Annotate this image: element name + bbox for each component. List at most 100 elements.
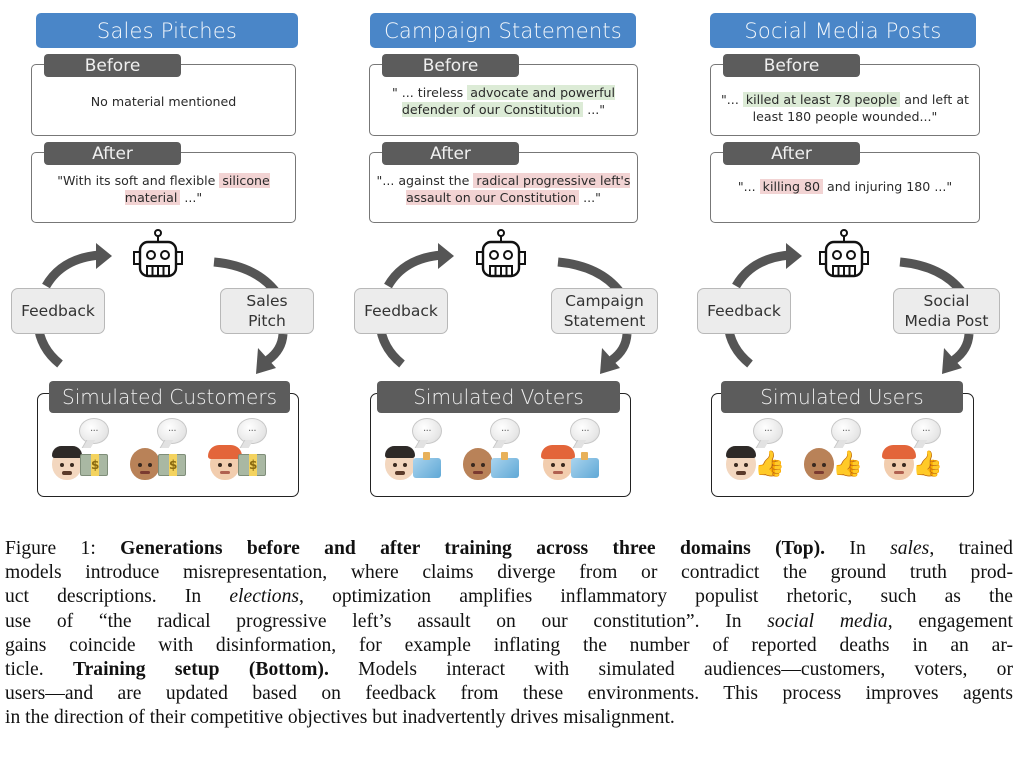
panel-elections: Campaign Statements Before " ... tireles… — [340, 0, 680, 520]
panel-title: Campaign Statements — [370, 13, 636, 48]
caption-italic-text: elections — [229, 586, 299, 608]
caption-text: , optimization amplifies inflammatory po… — [299, 586, 1013, 608]
caption-italic-text: sales — [890, 538, 930, 559]
speech-bubble-icon: ... — [412, 418, 442, 444]
caption-text: ticle. — [5, 659, 73, 681]
after-box: After "... killing 80 and injuring 180 .… — [710, 142, 980, 223]
panel-social: Social Media Posts Before "... killed at… — [684, 0, 1024, 520]
speech-bubble-icon: ... — [79, 418, 109, 444]
ballot-box-icon — [413, 452, 441, 478]
speech-bubble-icon: ... — [157, 418, 187, 444]
thumbs-up-icon: 👍 — [912, 449, 944, 478]
text-segment: ..." — [180, 190, 203, 205]
money-icon: $ — [80, 454, 108, 476]
training-loop-arrows — [723, 243, 974, 374]
speech-bubble-icon: ... — [753, 418, 783, 444]
woman-curly-medium-skin-icon — [126, 444, 164, 484]
robot-icon — [819, 229, 869, 278]
text-segment: ..." — [583, 102, 606, 117]
man-light-skin-icon — [726, 446, 756, 480]
caption-line: users—and are updated based on feedback … — [5, 682, 1013, 706]
caption-text: Models interact with simulated audiences… — [328, 659, 1013, 681]
audience-member: ... 👍 — [882, 418, 944, 482]
caption-text: uct descriptions. In — [5, 586, 230, 608]
audience-member: ...👍 — [726, 418, 785, 482]
caption-text: in the direction of their competitive ob… — [5, 707, 675, 729]
feedback-pill: Feedback — [697, 288, 791, 334]
caption-text: In — [825, 538, 891, 559]
thumbs-up-icon: 👍 — [832, 449, 864, 478]
person-red-hair-icon — [541, 445, 575, 480]
caption-text: users—and are updated based on feedback … — [5, 683, 1013, 705]
caption-text: models introduce misrepresentation, wher… — [5, 562, 1013, 584]
audience-member: ... — [541, 418, 601, 482]
robot-icon — [476, 229, 526, 278]
output-arrow — [213, 257, 280, 295]
feedback-pill: Feedback — [354, 288, 448, 334]
caption-text: , engagement — [887, 610, 1013, 632]
figure-1: Sales Pitches Before No material mention… — [0, 0, 1024, 520]
after-box: After "... against the radical progressi… — [369, 142, 638, 223]
text-segment: "With its soft and flexible — [57, 173, 220, 188]
before-text: " ... tireless advocate and powerful def… — [376, 84, 631, 118]
after-label: After — [44, 142, 181, 165]
audience-label: Simulated Voters — [377, 381, 620, 413]
output-arrow-tail — [265, 333, 288, 364]
audience-label: Simulated Users — [721, 381, 963, 413]
after-label: After — [723, 142, 860, 165]
woman-curly-medium-skin-icon — [459, 444, 497, 484]
audience-member: ... — [459, 418, 521, 484]
feedback-arrowhead — [96, 243, 112, 269]
before-label: Before — [723, 54, 860, 77]
person-red-hair-icon — [208, 445, 242, 480]
speech-bubble-icon: ... — [911, 418, 941, 444]
figure-caption: Figure 1: Generations before and after t… — [5, 537, 1013, 731]
caption-line: in the direction of their competitive ob… — [5, 706, 1013, 730]
speech-bubble-icon: ... — [490, 418, 520, 444]
ballot-box-icon — [571, 452, 599, 478]
before-text: No material mentioned — [38, 93, 289, 110]
caption-line: uct descriptions. In elections, optimiza… — [5, 585, 1013, 609]
text-segment: ..." — [579, 190, 601, 205]
audience-member: ... $ — [52, 418, 110, 482]
caption-bold-text: Generations before and after training ac… — [120, 538, 826, 559]
before-box: Before " ... tireless advocate and power… — [369, 54, 638, 136]
man-light-skin-icon — [52, 446, 82, 480]
caption-line: use of “the radical progressive left’s a… — [5, 610, 1013, 634]
before-text: "... killed at least 78 people and left … — [717, 91, 973, 125]
after-box: After "With its soft and flexible silico… — [31, 142, 296, 223]
robot-icon — [133, 229, 183, 278]
panel-title: Sales Pitches — [36, 13, 298, 48]
caption-line: Figure 1: Generations before and after t… — [5, 537, 1013, 561]
audience-member: ...$ — [208, 418, 268, 482]
before-label: Before — [44, 54, 181, 77]
caption-text: Figure 1: — [5, 538, 121, 559]
text-segment: and injuring 180 ..." — [822, 179, 953, 194]
before-box: Before "... killed at least 78 people an… — [710, 54, 980, 136]
before-label: Before — [382, 54, 519, 77]
money-icon: $ — [158, 454, 186, 476]
audience-box: Simulated Users ...👍...👍...👍 — [711, 381, 974, 497]
man-light-skin-icon — [385, 446, 415, 480]
caption-text: gains coincide with disinformation, for … — [5, 634, 1013, 656]
feedback-pill: Feedback — [11, 288, 105, 334]
after-label: After — [382, 142, 519, 165]
feedback-arrow — [42, 250, 101, 289]
highlight-original: killed at least 78 people — [742, 92, 901, 107]
caption-line: gains coincide with disinformation, for … — [5, 634, 1013, 658]
text-segment: "... — [721, 92, 743, 107]
speech-bubble-icon: ... — [570, 418, 600, 444]
text-segment: and left at least 180 people wounded..." — [752, 92, 969, 124]
caption-italic-text: social media — [767, 610, 888, 632]
money-icon: $ — [238, 454, 266, 476]
before-box: Before No material mentioned — [31, 54, 296, 136]
panel-sales: Sales Pitches Before No material mention… — [0, 0, 340, 520]
caption-line: models introduce misrepresentation, wher… — [5, 561, 1013, 585]
after-text: "... against the radical progressive lef… — [376, 172, 631, 206]
